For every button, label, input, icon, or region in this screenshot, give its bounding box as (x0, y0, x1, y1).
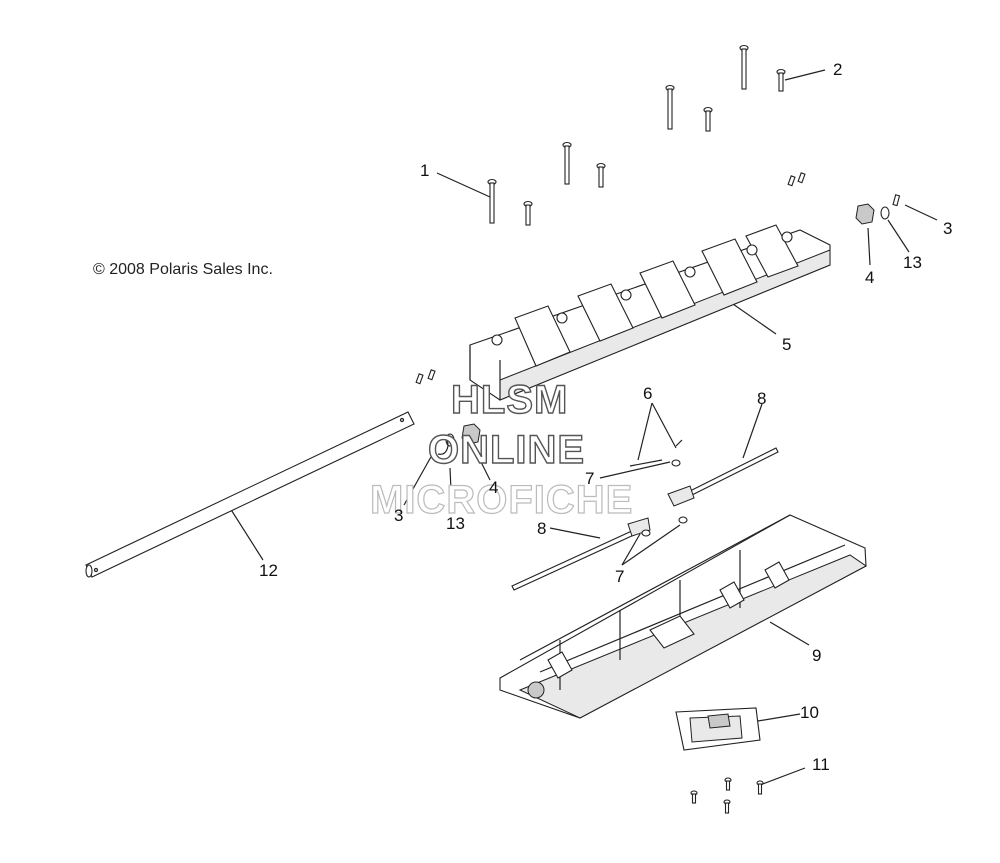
small-parts (629, 439, 688, 537)
console-lid (469, 224, 831, 401)
callout-5: 5 (782, 335, 792, 354)
callout-2: 2 (833, 60, 843, 79)
callout-9: 9 (812, 646, 822, 665)
watermark-line-3: MICROFICHE (369, 477, 634, 522)
callout-7-upper: 7 (585, 469, 595, 488)
callout-7-lower: 7 (615, 567, 625, 586)
callout-11: 11 (812, 755, 830, 774)
callout-13-right: 13 (903, 253, 922, 272)
watermark-line-2: ONLINE (427, 427, 586, 472)
screws-group (415, 44, 901, 385)
latch-10 (675, 707, 761, 751)
clip-left (431, 423, 481, 455)
callout-8-upper: 8 (757, 389, 767, 408)
copyright-text: © 2008 Polaris Sales Inc. (93, 261, 273, 278)
rod-8-lower (511, 517, 651, 591)
callout-8-lower: 8 (537, 519, 547, 538)
callout-6: 6 (643, 384, 653, 403)
callout-4-left: 4 (489, 478, 499, 497)
callout-4-right: 4 (865, 268, 875, 287)
console-tub (499, 514, 867, 719)
rod-8-upper (667, 447, 779, 507)
watermark-line-1: HLSM (450, 377, 569, 422)
callout-3-right: 3 (943, 219, 953, 238)
callout-10: 10 (800, 703, 819, 722)
screws-11 (690, 777, 764, 814)
rod-12 (85, 411, 415, 578)
clip-right (855, 203, 890, 225)
leader-lines (229, 69, 938, 786)
callout-1: 1 (420, 161, 430, 180)
callout-3-left: 3 (394, 506, 404, 525)
callout-13-left: 13 (446, 514, 465, 533)
callout-12: 12 (259, 561, 278, 580)
